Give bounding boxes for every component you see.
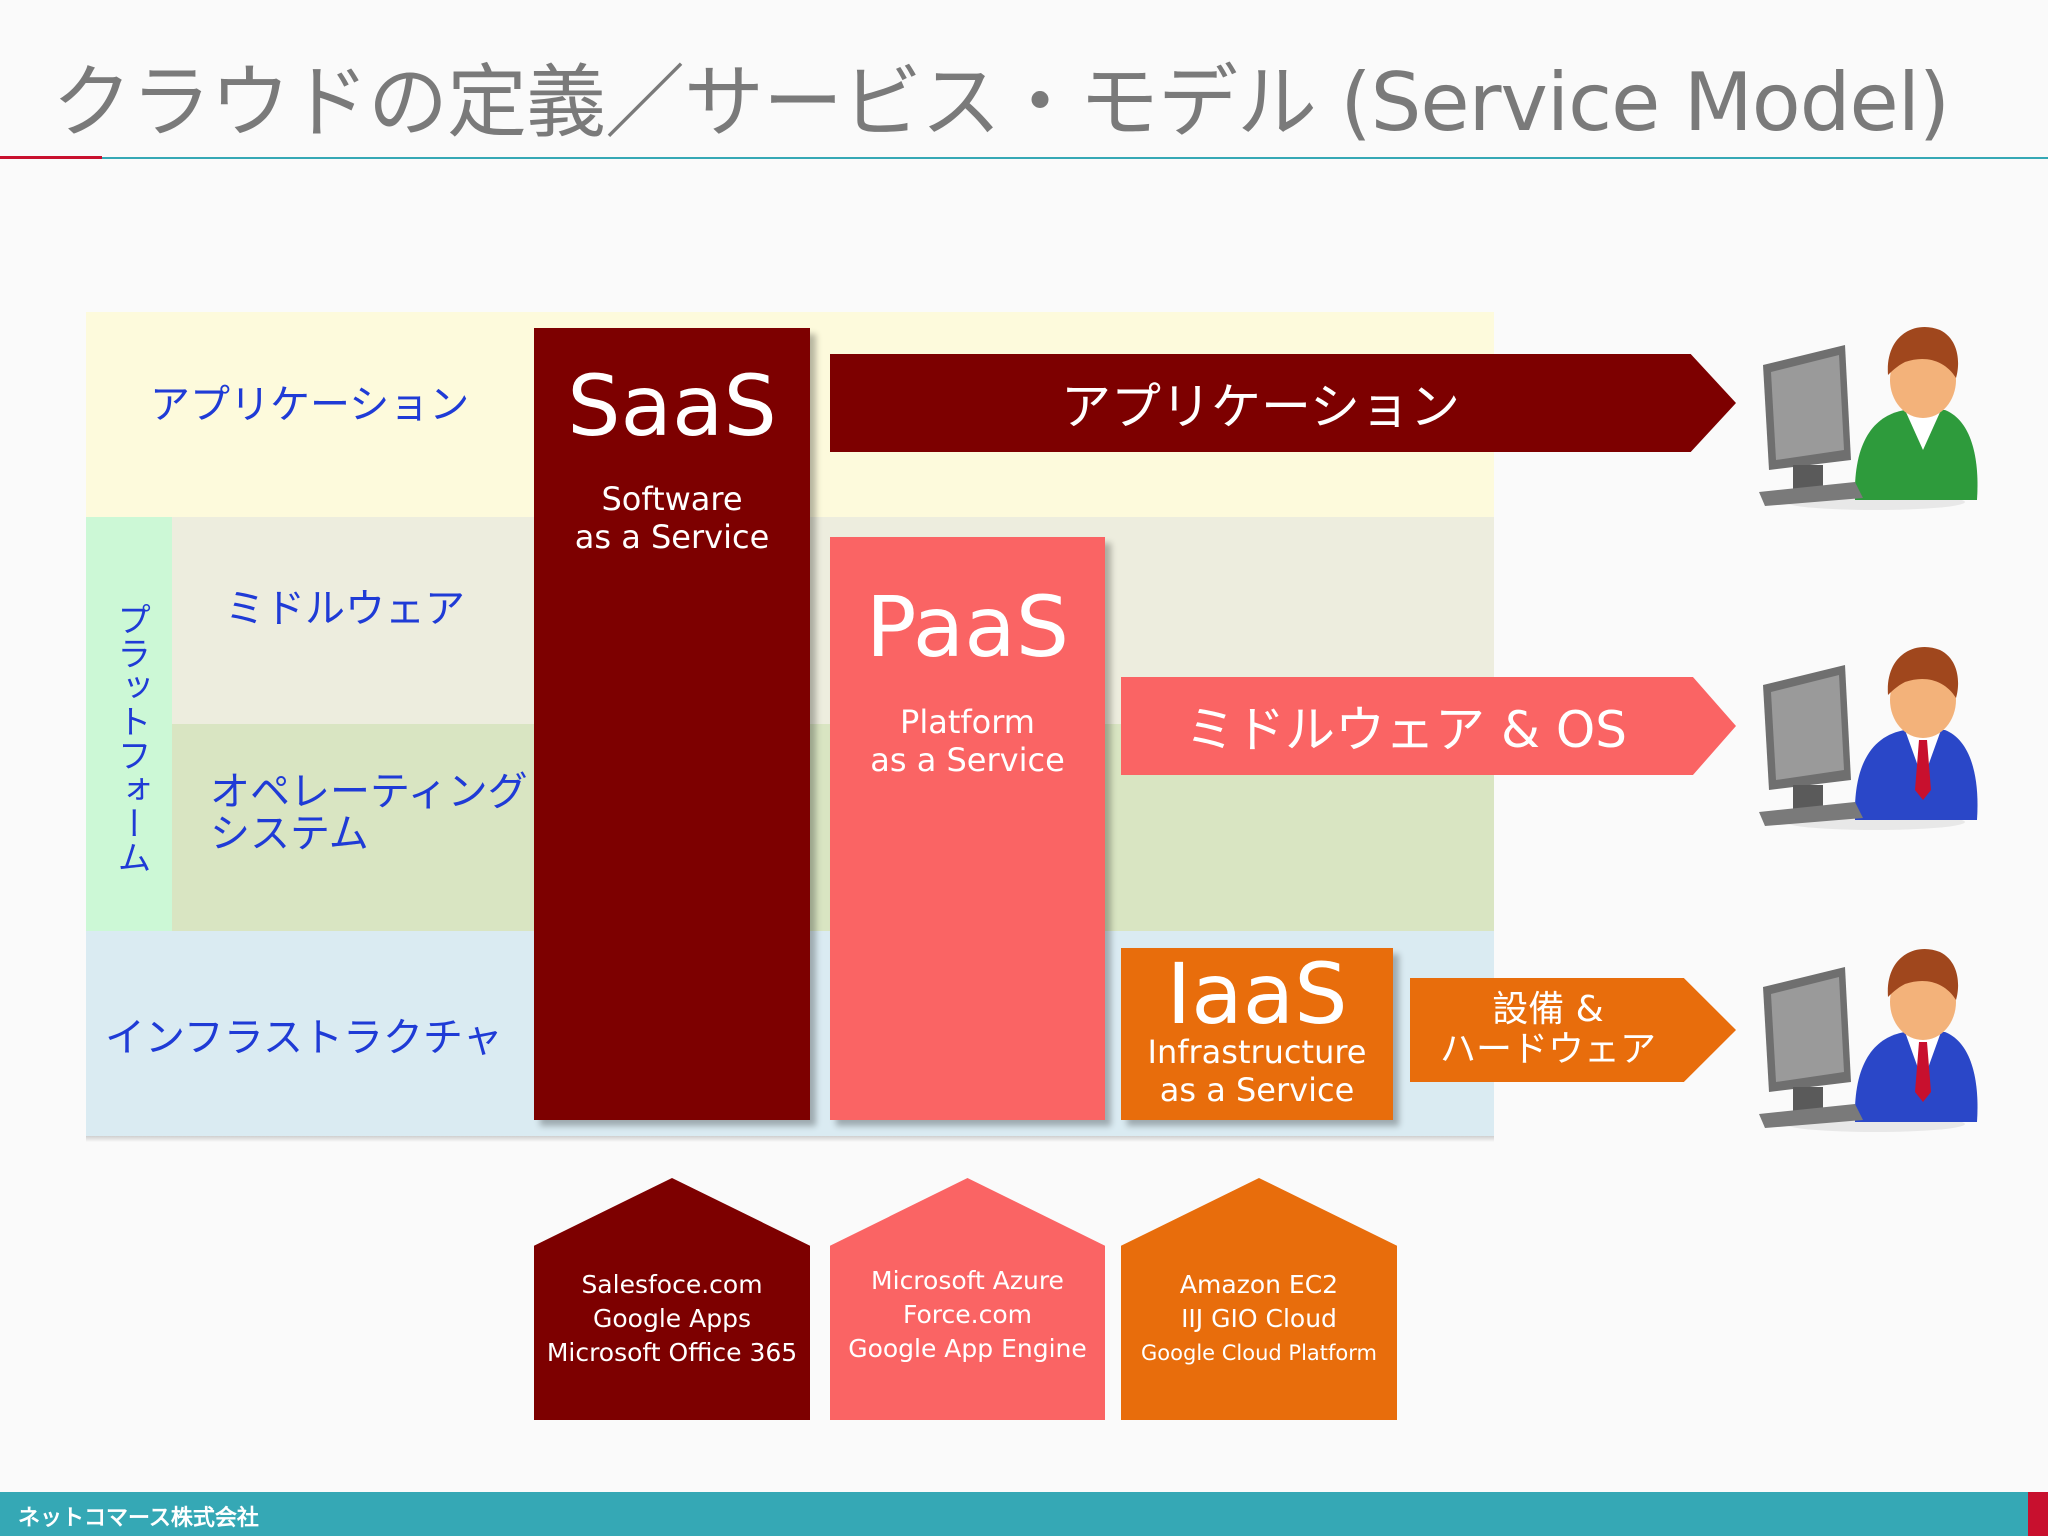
iaas-example-2: IIJ GIO Cloud [1181,1304,1337,1333]
iaas-example-3: Google Cloud Platform [1141,1341,1377,1365]
os-layer-label-line2: システム [210,811,369,857]
saas-subtitle-line1: Software [601,480,743,518]
iaas-example-1: Amazon EC2 [1179,1270,1339,1299]
page-title: クラウドの定義／サービス・モデル (Service Model) [52,56,1950,149]
footer-bar [0,1492,2028,1536]
middleware-layer-label: ミドルウェア [225,586,465,632]
title-underline [102,157,2048,159]
saas-title: SaaS [567,357,777,455]
paas-subtitle-line1: Platform [900,703,1035,741]
application-arrow: アプリケーション [830,354,1736,452]
saas-subtitle-line2: as a Service [574,518,770,556]
footer-company-name: ネットコマース株式会社 [18,1506,259,1531]
application-layer-label: アプリケーション [150,382,470,428]
platform-side-band [86,517,172,931]
paas-example-1: Microsoft Azure [871,1266,1064,1295]
iaas-subtitle-line2: as a Service [1159,1071,1355,1109]
paas-example-3: Google App Engine [848,1334,1087,1363]
iaas-title: IaaS [1166,945,1348,1043]
saas-example-3: Microsoft Office 365 [546,1338,798,1367]
saas-example-1: Salesfoce.com [581,1270,763,1299]
iaas-subtitle-line1: Infrastructure [1147,1033,1367,1071]
platform-layer-label: プラットフォーム [111,602,151,874]
footer-accent [2028,1492,2048,1536]
title-underline-accent [0,156,102,159]
facility-arrow-label-line1: 設備 & [1492,989,1604,1030]
saas-example-2: Google Apps [593,1304,751,1333]
facility-hardware-arrow: 設備 & ハードウェア [1410,978,1736,1082]
paas-column: PaaS Platform as a Service [830,537,1105,1120]
paas-examples: Microsoft Azure Force.com Google App Eng… [830,1178,1105,1420]
paas-subtitle-line2: as a Service [870,741,1065,779]
facility-arrow-label-line2: ハードウェア [1439,1029,1656,1070]
middleware-user-icon [1759,647,1978,830]
iaas-box: IaaS Infrastructure as a Service [1121,945,1393,1120]
iaas-examples: Amazon EC2 IIJ GIO Cloud Google Cloud Pl… [1121,1178,1397,1420]
paas-title: PaaS [865,578,1070,676]
os-layer-label-line1: オペレーティング [210,769,528,815]
middleware-os-arrow: ミドルウェア & OS [1121,677,1736,775]
saas-column: SaaS Software as a Service [534,328,810,1120]
application-arrow-label: アプリケーション [1061,378,1460,436]
layer-stack-shadow [86,1136,1494,1142]
middleware-os-arrow-label: ミドルウェア & OS [1185,701,1627,759]
infrastructure-user-icon [1759,949,1978,1132]
infrastructure-layer-label: インフラストラクチャ [105,1015,503,1061]
paas-example-2: Force.com [903,1300,1032,1329]
app-user-icon [1759,327,1978,510]
saas-examples: Salesfoce.com Google Apps Microsoft Offi… [534,1178,810,1420]
